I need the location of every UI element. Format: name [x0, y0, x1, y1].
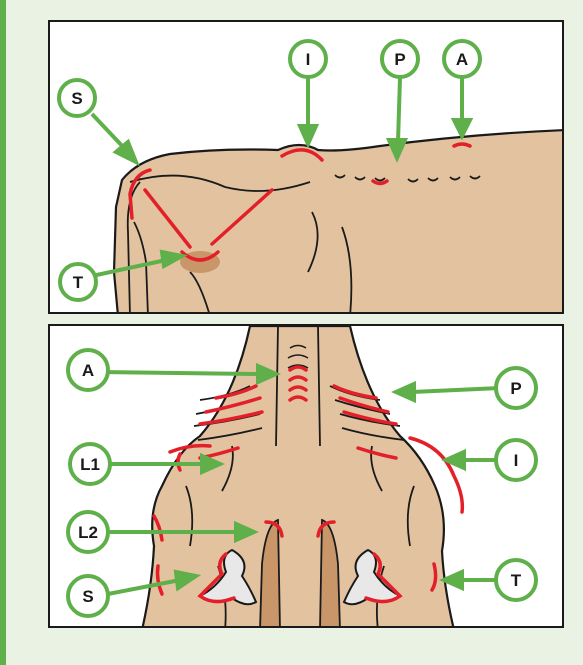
- callout-arrow-a2: [98, 372, 260, 374]
- rear-view-illustration: A P L1 I L2 S T: [50, 326, 564, 628]
- label-i: I: [306, 50, 311, 69]
- label-p2: P: [510, 379, 521, 398]
- side-view-illustration: S I P A T: [50, 22, 564, 314]
- label-l1: L1: [80, 455, 100, 474]
- callout-arrowhead-a: [454, 120, 470, 136]
- callout-arrow-p2: [412, 388, 500, 392]
- side-view-panel: S I P A T: [48, 20, 564, 314]
- callout-arrow-p: [398, 78, 400, 142]
- callout-arrowhead-t2: [444, 572, 462, 588]
- side-view-highlight-rib: [454, 144, 470, 146]
- side-view-body: [114, 130, 564, 314]
- callout-arrow-s: [92, 114, 126, 150]
- label-s2: S: [82, 587, 93, 606]
- label-a2: A: [82, 361, 94, 380]
- label-l2: L2: [78, 523, 98, 542]
- label-i2: I: [514, 451, 519, 470]
- callout-arrowhead-p2: [396, 384, 414, 400]
- rear-view-panel: A P L1 I L2 S T: [48, 324, 564, 628]
- label-t: T: [73, 273, 84, 292]
- label-s: S: [71, 89, 82, 108]
- callout-arrowhead-i: [300, 126, 316, 144]
- label-t2: T: [511, 571, 522, 590]
- label-a: A: [456, 50, 468, 69]
- label-p: P: [394, 50, 405, 69]
